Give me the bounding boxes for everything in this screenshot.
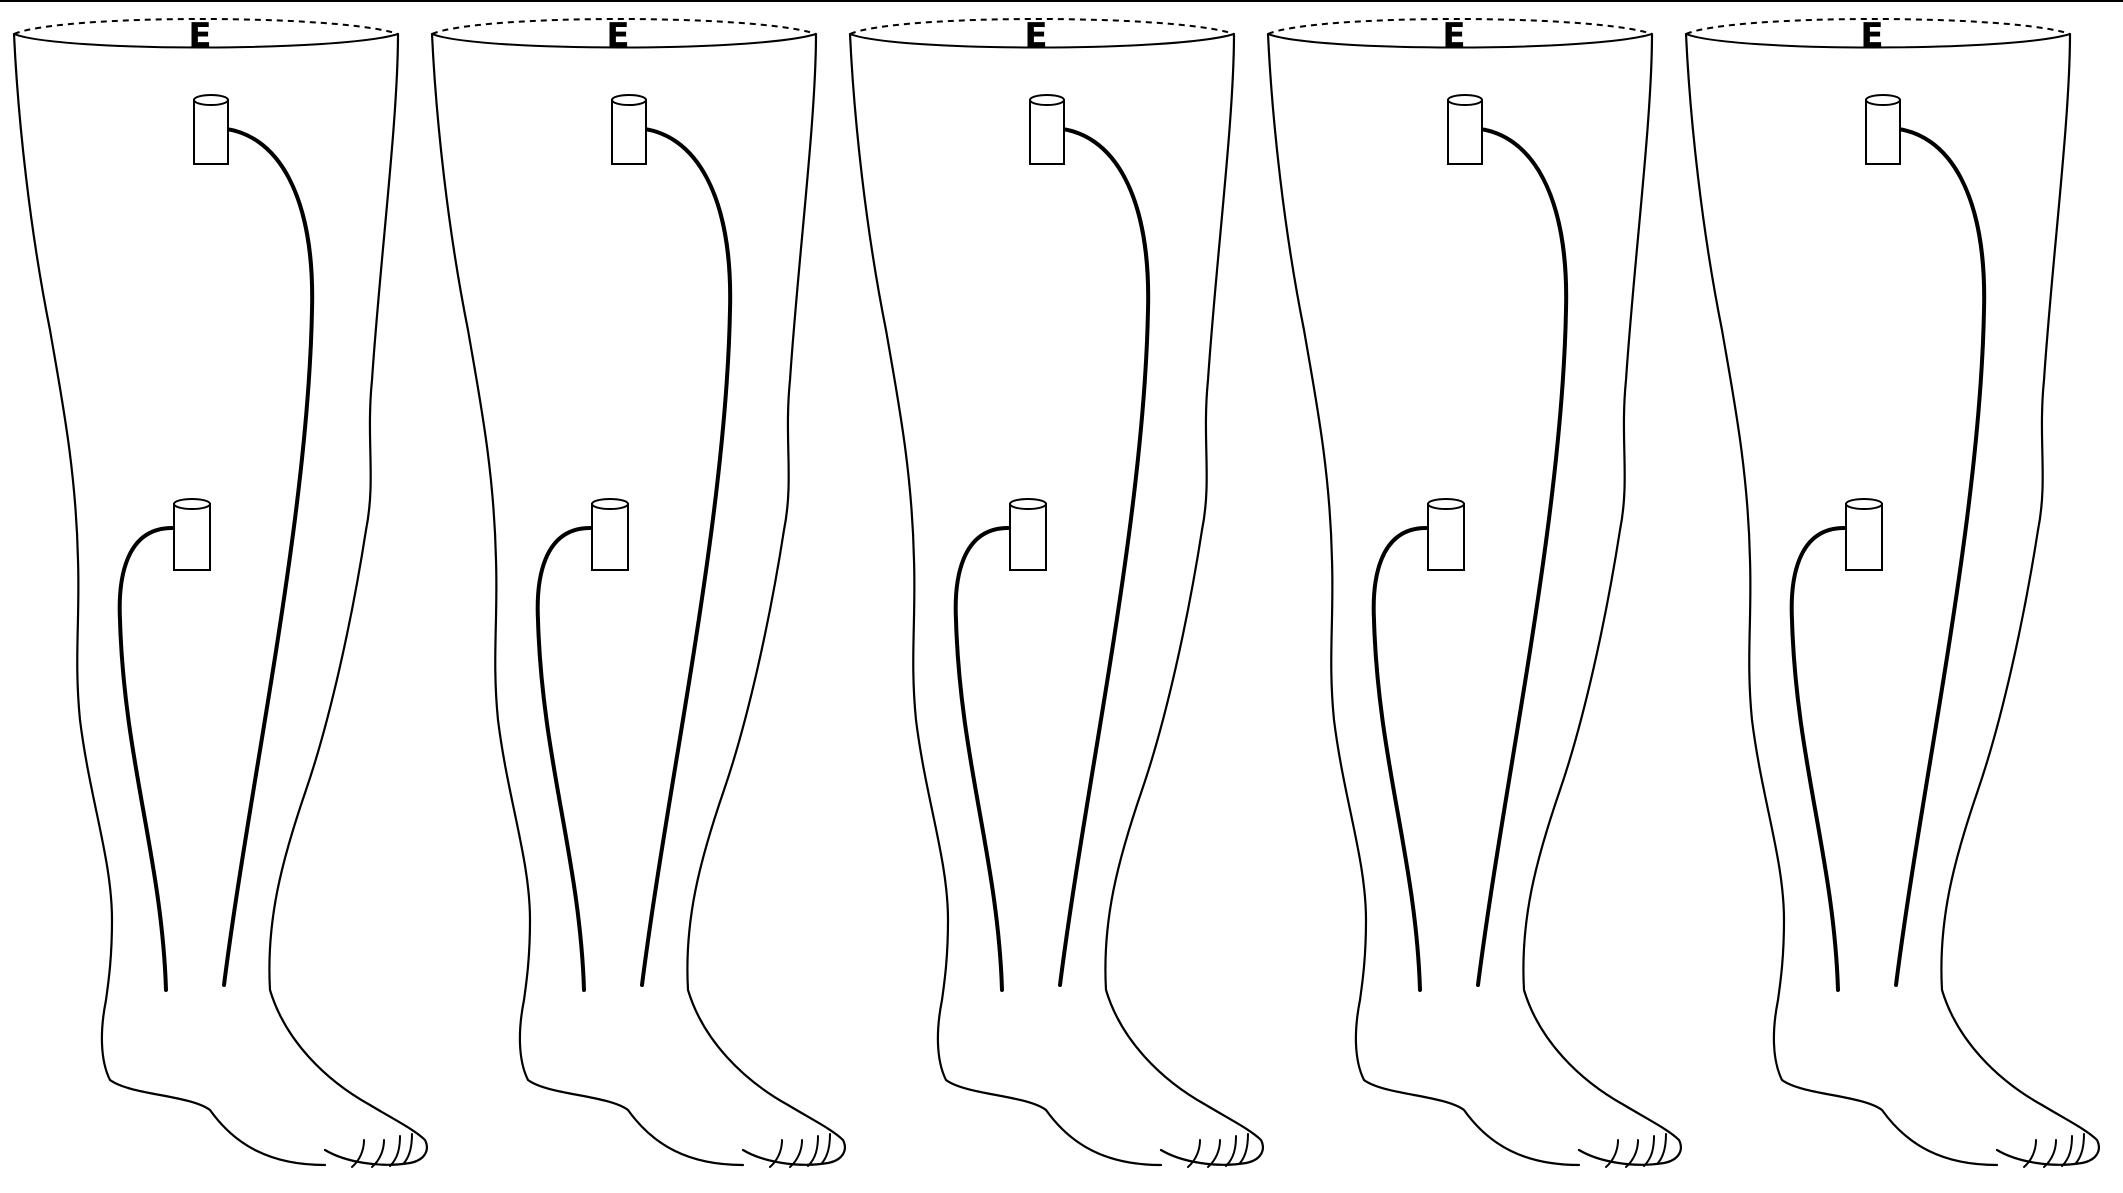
leg-drawing	[14, 19, 427, 1167]
leg-1: E	[14, 16, 427, 1167]
leg-4: E	[1268, 16, 1681, 1167]
electrode-label: E	[1860, 16, 1883, 56]
leg-5: E	[1686, 16, 2099, 1167]
leg-drawing	[850, 19, 1263, 1167]
electrode-label: E	[188, 16, 211, 56]
electrode-label: E	[1442, 16, 1465, 56]
electrode-label: E	[1024, 16, 1047, 56]
leg-3: E	[850, 16, 1263, 1167]
leg-2: E	[432, 16, 845, 1167]
electrode-label: E	[606, 16, 629, 56]
leg-drawing	[432, 19, 845, 1167]
leg-drawing	[1268, 19, 1681, 1167]
leg-drawing	[1686, 19, 2099, 1167]
